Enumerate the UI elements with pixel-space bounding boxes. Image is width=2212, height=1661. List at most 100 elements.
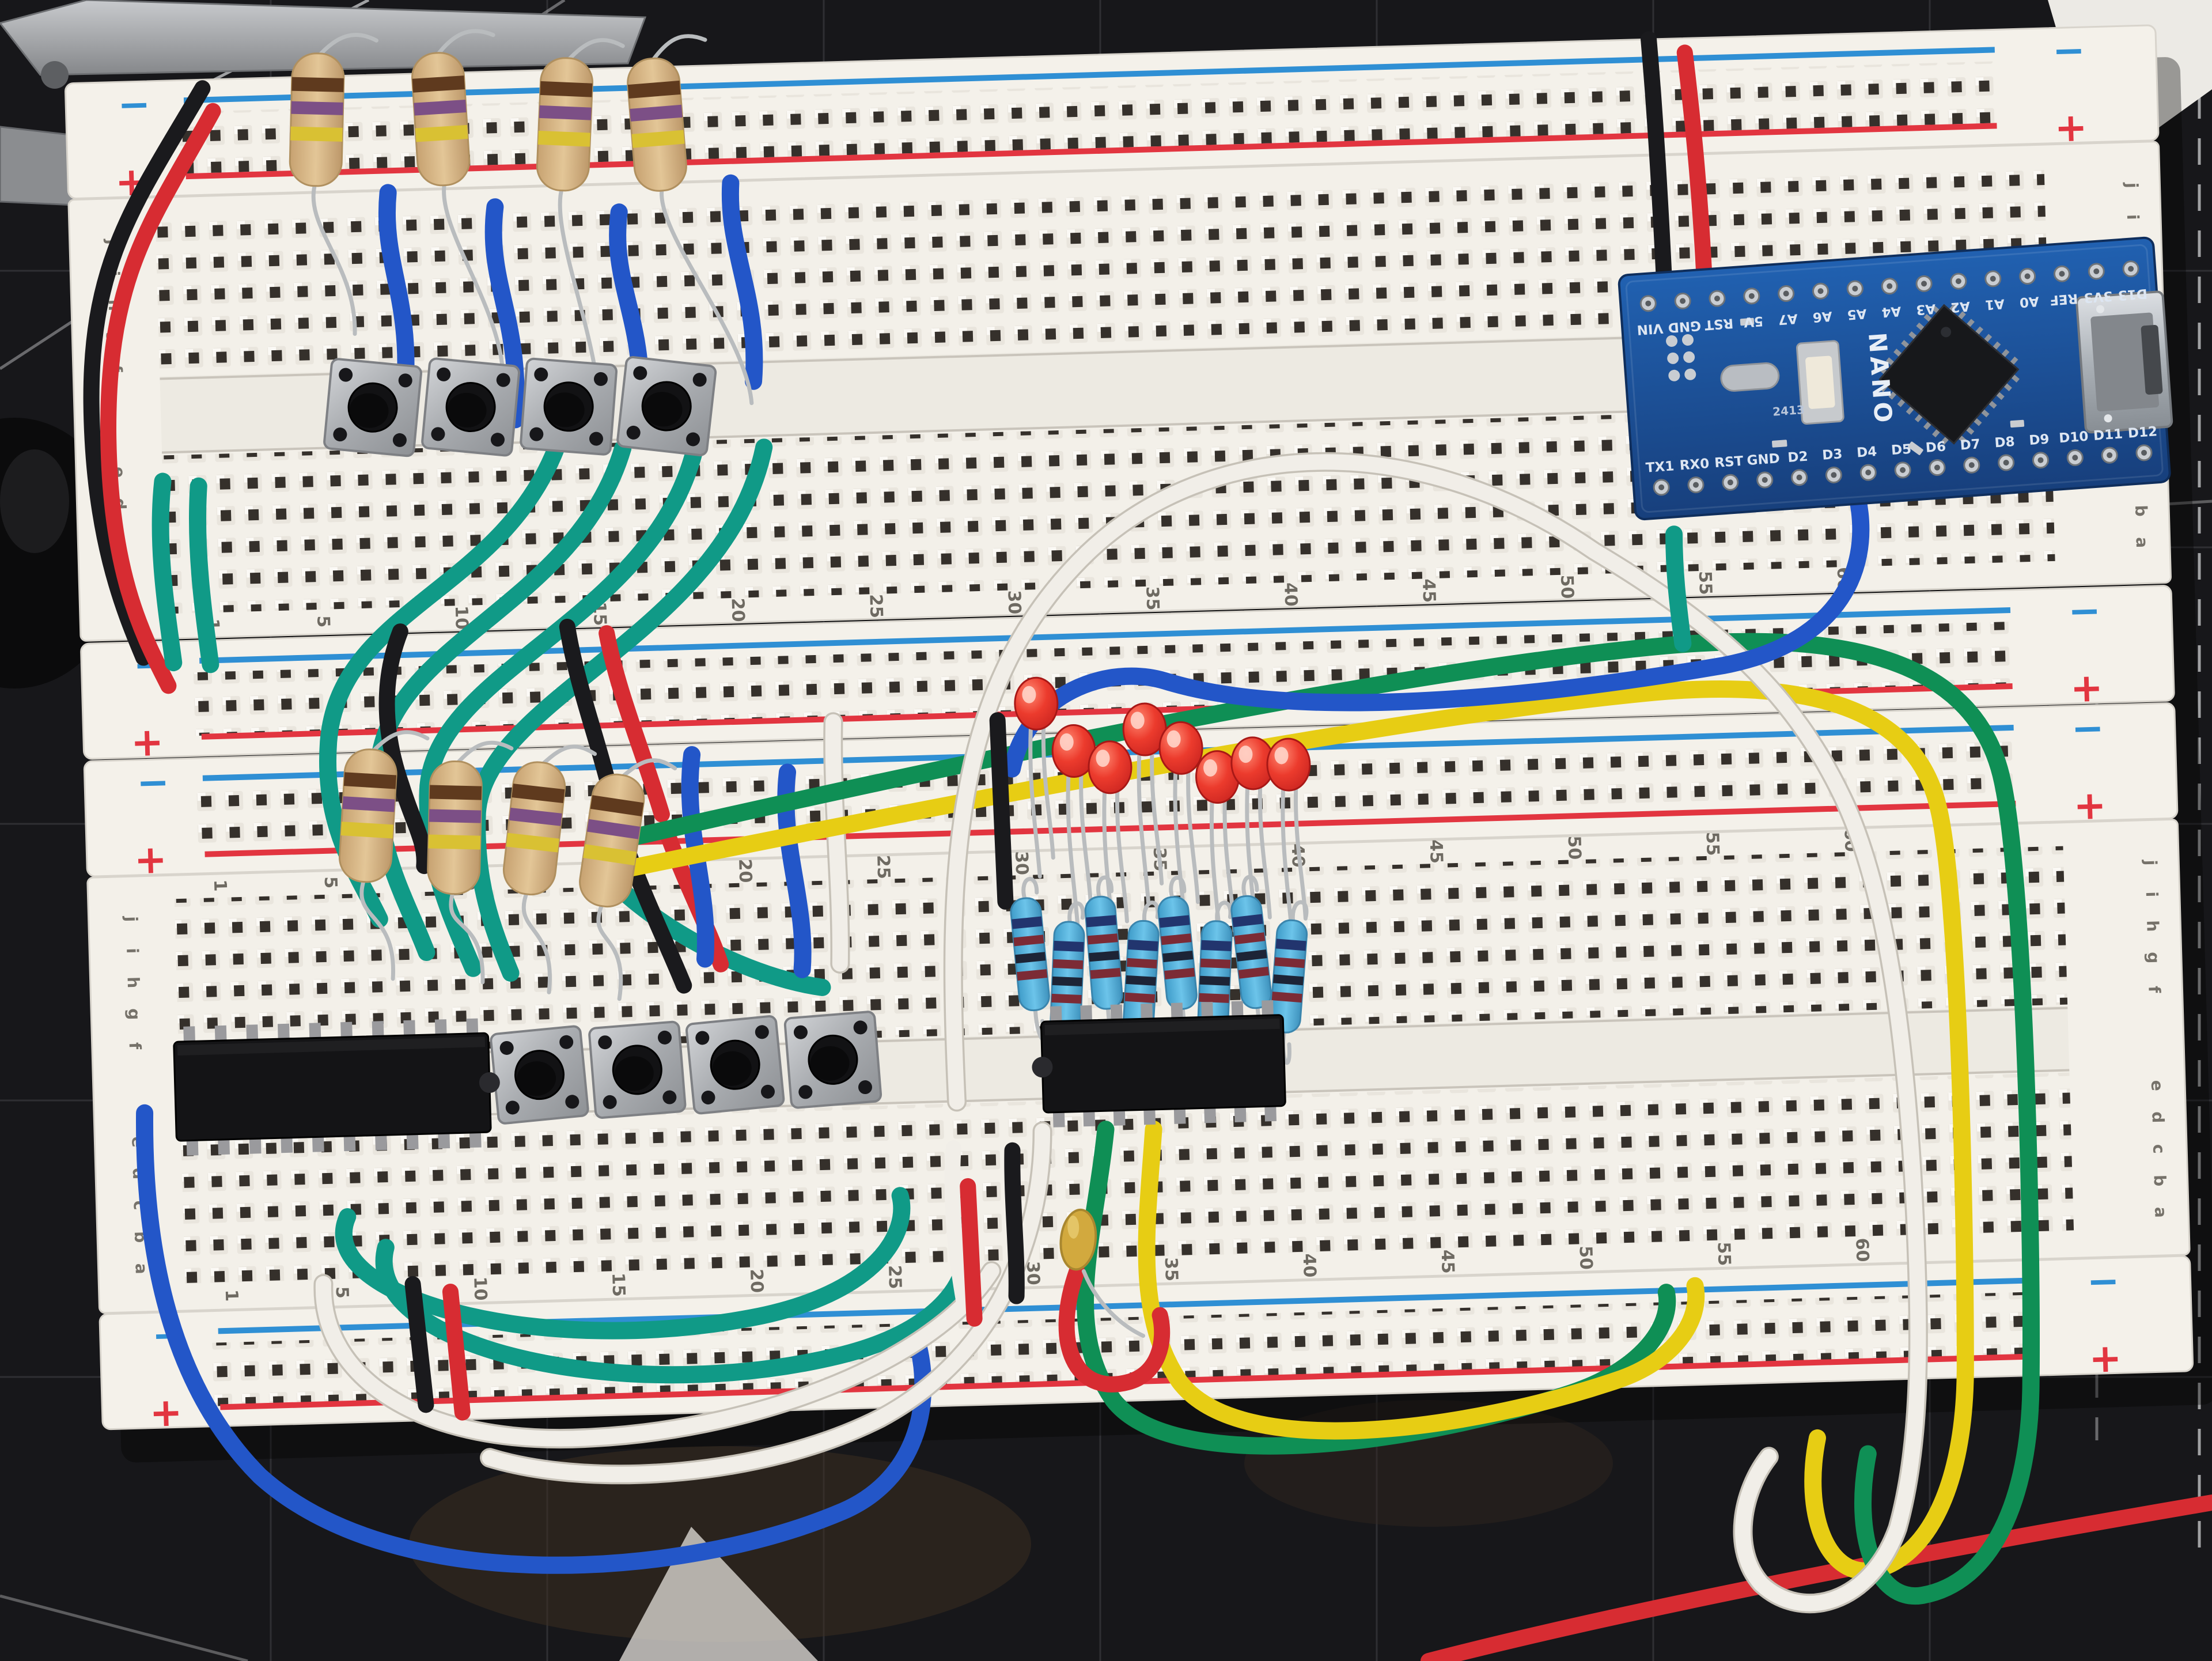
jumper-wire-black-arduino xyxy=(1641,31,1672,283)
push-button xyxy=(421,357,521,457)
column-number: 5 xyxy=(313,615,334,628)
arduino-pin-label: RST xyxy=(1714,454,1744,471)
rail-minus-label: − xyxy=(2052,28,2086,74)
column-number: 20 xyxy=(746,1269,767,1293)
scissors-pivot xyxy=(41,61,69,89)
row-letter: j xyxy=(122,915,141,922)
push-buttons-bottom xyxy=(490,1011,882,1125)
carbon-resistors-mid xyxy=(338,730,677,1001)
column-number: 25 xyxy=(865,594,886,619)
arduino-pin-label: A5 xyxy=(1847,306,1868,322)
jumper-wire-blue-4 xyxy=(721,174,763,390)
arduino-pin-label: D8 xyxy=(1994,434,2016,451)
ic-pin xyxy=(406,1132,419,1150)
column-number: 25 xyxy=(873,854,893,879)
mini-usb-connector xyxy=(2075,290,2173,434)
arduino-pin-label: TX1 xyxy=(1645,459,1675,475)
arduino-pin-label: A1 xyxy=(1984,296,2005,312)
column-number: 1 xyxy=(210,879,230,892)
row-letter: a xyxy=(131,1263,151,1274)
jumper-wire-red-small xyxy=(960,1178,983,1327)
black-knob-highlight xyxy=(0,449,69,553)
arduino-pin-label: RX0 xyxy=(1679,456,1710,474)
ic-pin xyxy=(1052,1110,1065,1127)
jumper-wire-teal-6 xyxy=(188,477,219,674)
jumper-wire-black-small xyxy=(1004,1142,1025,1304)
carbon-resistor xyxy=(627,34,754,406)
carbon-resistors-top xyxy=(289,29,754,417)
reset-button xyxy=(1796,340,1844,425)
column-number: 10 xyxy=(469,1276,490,1301)
push-button xyxy=(490,1025,589,1125)
column-number: 50 xyxy=(1556,574,1577,599)
arduino-pin-label: 5V xyxy=(1743,313,1764,330)
crystal-oscillator xyxy=(1720,362,1780,392)
ic-pin xyxy=(249,1136,262,1154)
column-number: 45 xyxy=(1437,1249,1458,1274)
ic-pin xyxy=(218,1137,230,1155)
arduino-pin-label: A7 xyxy=(1778,311,1798,327)
dip-ic-middle xyxy=(1032,1000,1286,1127)
arduino-pin-label: D5 xyxy=(1891,442,1912,458)
ic-pin xyxy=(1231,1001,1244,1019)
row-letter: b xyxy=(2131,505,2151,517)
jumper-wire-teal-stub xyxy=(1665,525,1692,652)
jumper-wire-black-junction xyxy=(559,618,619,801)
black-wire-led-column xyxy=(989,712,1014,910)
rail-minus-label: − xyxy=(2086,1258,2120,1305)
ic-pin xyxy=(1171,1002,1183,1020)
jumper-wire-teal-4 xyxy=(468,438,773,982)
red-led xyxy=(1014,676,1059,879)
row-letter: j xyxy=(2141,859,2160,866)
arduino-pin-label: D11 xyxy=(2093,426,2123,444)
ic-pin xyxy=(469,1130,482,1148)
jumper-wires xyxy=(83,31,2040,1614)
ic-pin xyxy=(1113,1108,1126,1126)
arduino-pin-label: D3 xyxy=(1821,447,1843,463)
rail-minus-label: − xyxy=(2071,706,2105,752)
arduino-pin-label: RST xyxy=(1704,315,1734,332)
row-letter: e xyxy=(2147,1080,2167,1091)
ic-pin xyxy=(340,1021,353,1040)
column-number: 40 xyxy=(1299,1253,1320,1278)
ic-pin xyxy=(375,1133,387,1151)
column-number: 35 xyxy=(1161,1257,1181,1282)
row-letter: c xyxy=(2149,1144,2168,1154)
paper-reflection xyxy=(619,1527,818,1661)
ic-pin xyxy=(1264,1103,1277,1122)
jumper-wire-red-left xyxy=(100,103,221,694)
column-number: 35 xyxy=(1142,586,1162,611)
rail-minus-label: − xyxy=(2067,588,2101,635)
column-number: 55 xyxy=(1695,570,1715,595)
push-button xyxy=(685,1015,785,1115)
jumper-wire-blue-snake xyxy=(1003,489,1870,778)
row-letter: g xyxy=(2144,952,2164,964)
ic-pin xyxy=(1083,1108,1096,1127)
ic-pin xyxy=(1141,1003,1153,1021)
column-number: 1 xyxy=(221,1289,242,1302)
arduino-pin-label: A3 xyxy=(1915,301,1936,317)
row-letter: h xyxy=(123,977,143,989)
column-number: 20 xyxy=(728,597,748,622)
arduino-pin-label: D13 xyxy=(2118,286,2148,303)
carbon-resistor xyxy=(338,730,430,981)
column-number: 60 xyxy=(1851,1238,1872,1262)
push-button xyxy=(616,356,717,456)
jumper-wire-yellow-ic xyxy=(1138,1120,1705,1440)
jumper-wire-black-left xyxy=(83,80,211,666)
push-buttons-top xyxy=(323,356,717,457)
ic-pin xyxy=(438,1131,450,1149)
ic-pin xyxy=(1050,1006,1062,1024)
row-letter: j xyxy=(2122,182,2141,189)
row-letter: i xyxy=(2123,214,2142,221)
dip-ic-left xyxy=(173,1018,500,1156)
jumper-wire-green-long xyxy=(619,633,2040,1605)
column-number: 15 xyxy=(608,1273,628,1297)
jumper-wire-teal-5 xyxy=(151,472,183,672)
arduino-pin-label: D4 xyxy=(1856,444,1877,460)
column-number: 55 xyxy=(1702,831,1723,856)
